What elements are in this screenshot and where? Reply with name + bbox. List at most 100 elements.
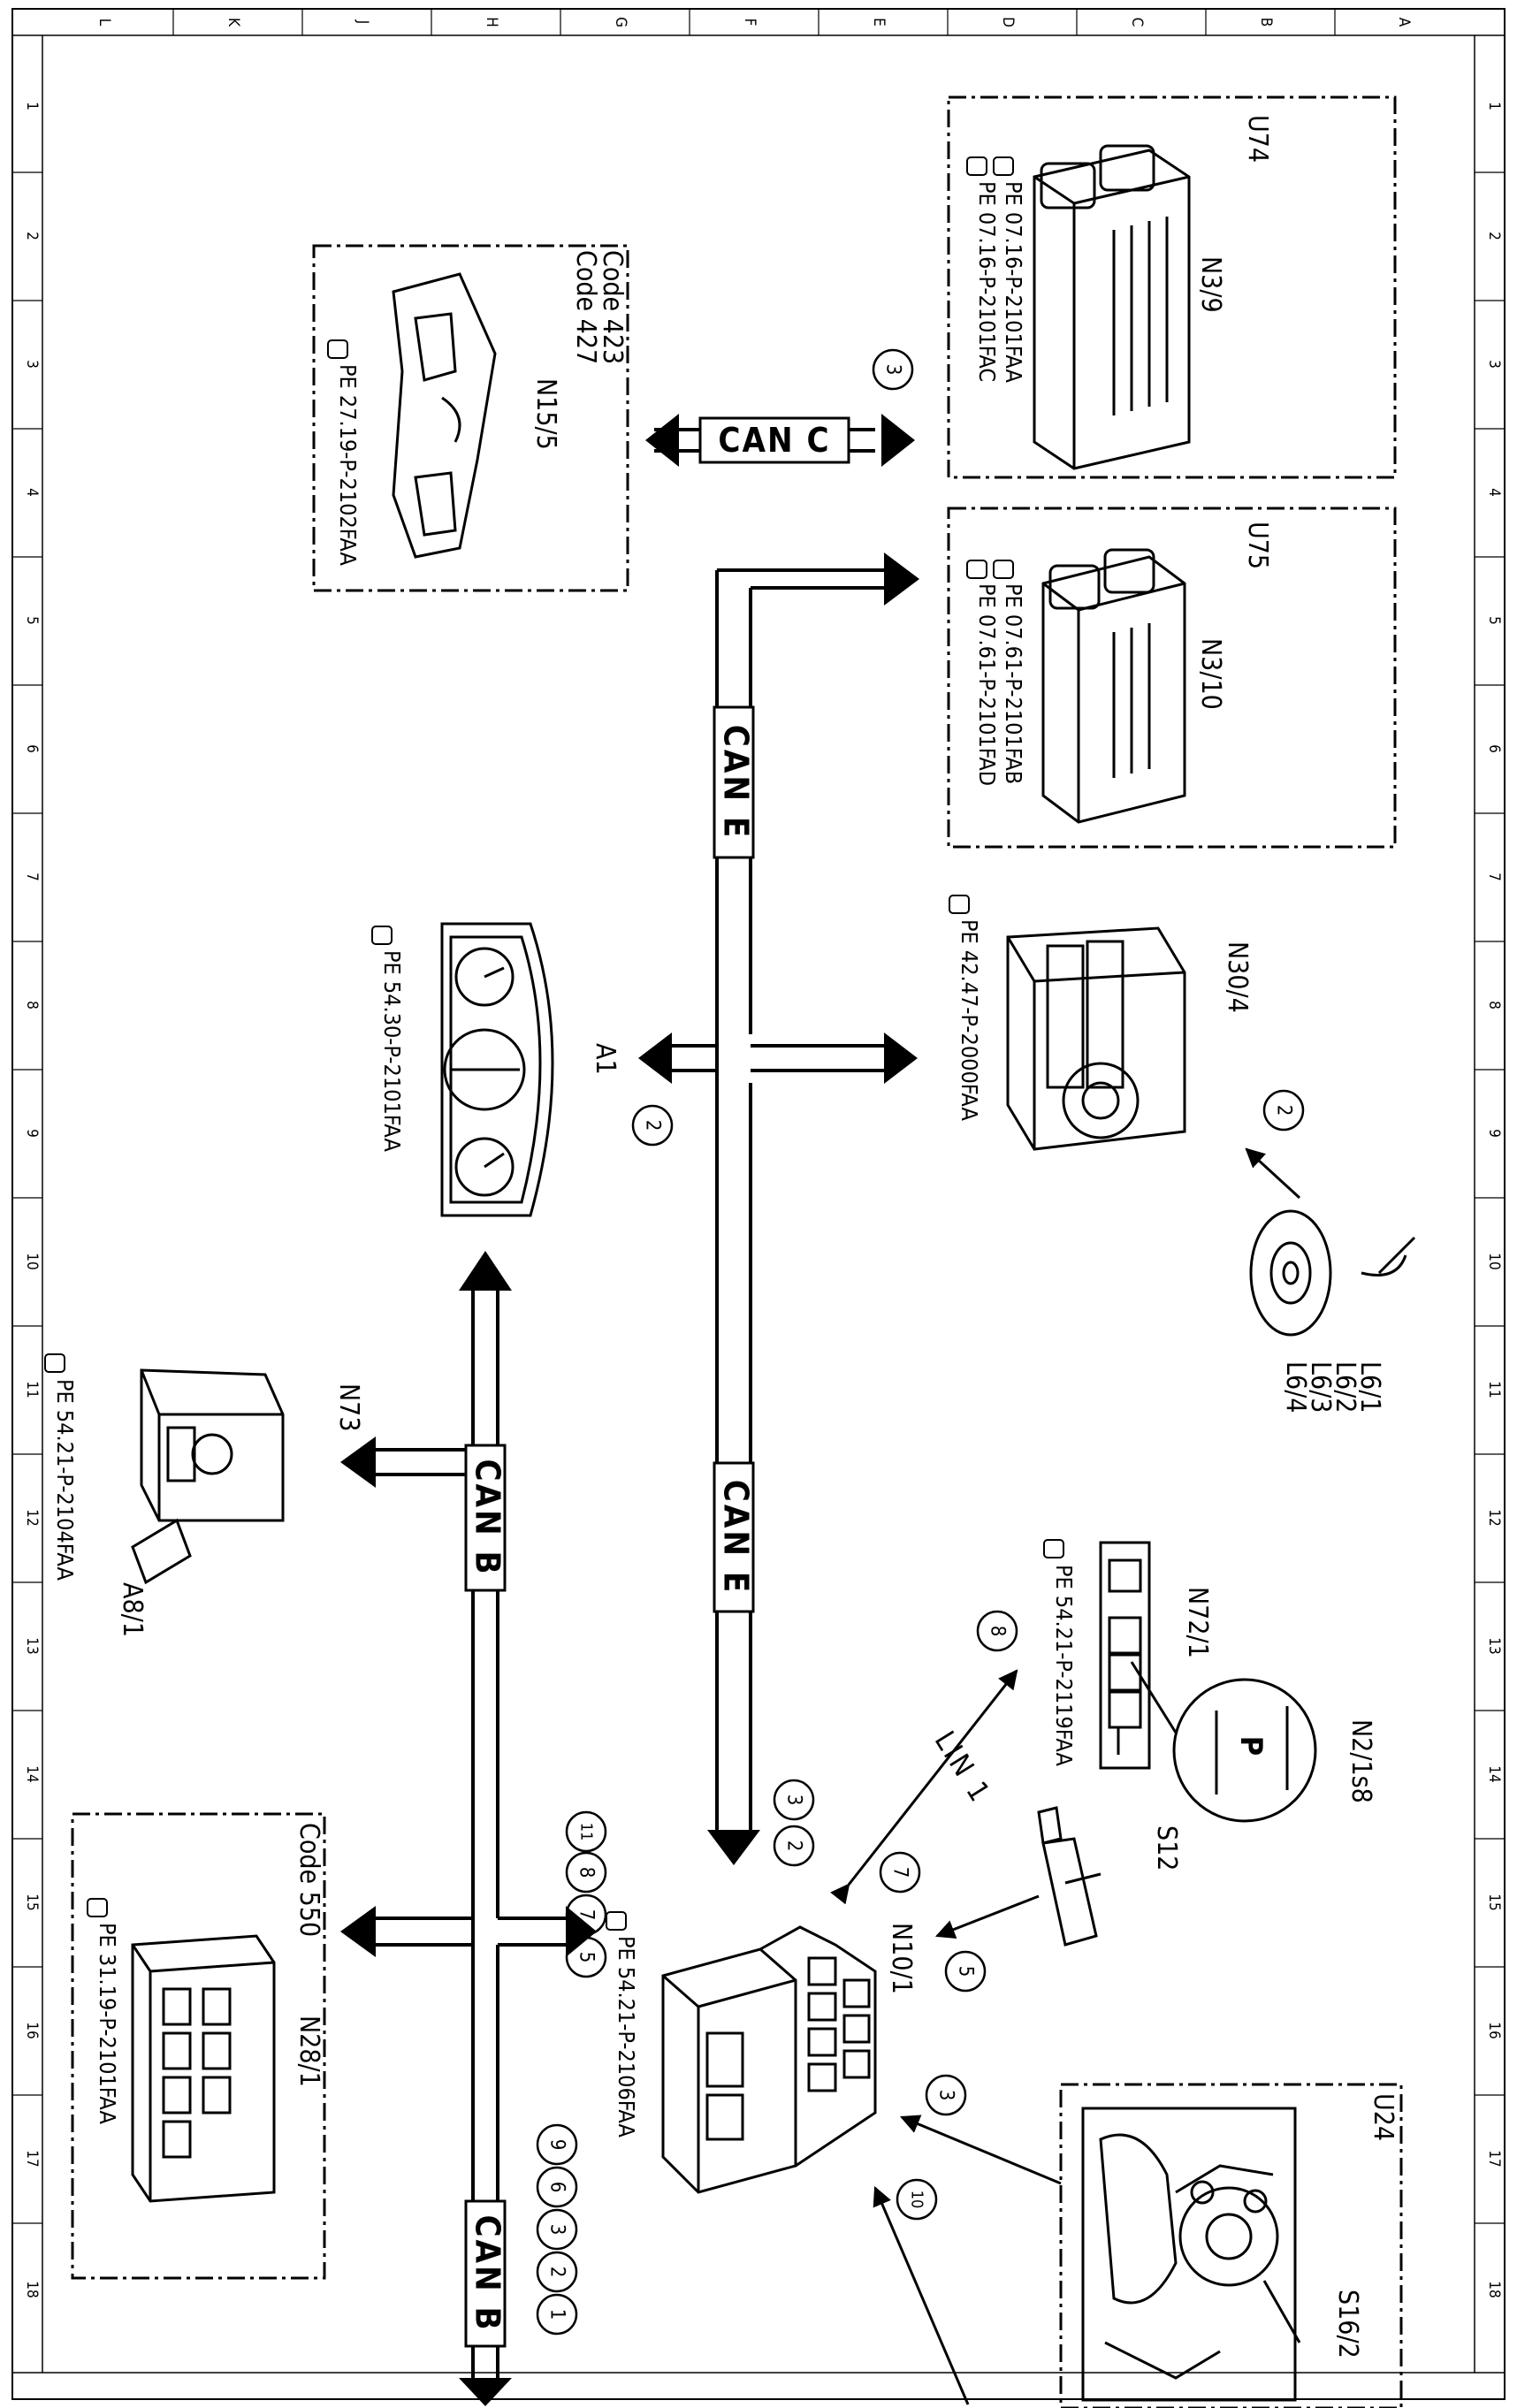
u75-ref-2: PE 07.61-P-2101FAD	[974, 583, 1000, 786]
s16-2-to-n10-arrow	[873, 2185, 970, 2405]
col-letter: C	[1128, 18, 1146, 27]
row-number: 13	[1485, 1637, 1503, 1654]
u75-name: N3/10	[1195, 638, 1226, 710]
can-c-arrow-left	[645, 414, 679, 467]
col-letter: B	[1257, 18, 1275, 27]
u24-to-n10-arrow	[899, 2115, 1062, 2185]
row-number: 11	[1485, 1381, 1503, 1398]
wheel-sensor-name: L6/1	[1354, 1361, 1385, 1413]
can-e-label-upper: CAN E	[713, 705, 756, 859]
can-b-text-lower: CAN B	[469, 2214, 507, 2332]
frame: L K J H G F E D C B A	[11, 8, 1506, 2400]
n15-5-box	[312, 244, 629, 592]
u24-code: U24	[1368, 2093, 1399, 2141]
n72-1-ref: PE 54.21-P-2119FAA	[1051, 1565, 1077, 1766]
lin1-line	[830, 1669, 1018, 1905]
callout-number: 5	[955, 1966, 977, 1977]
can-b-arrow-bottom	[459, 2378, 512, 2406]
can-e-arrow-n30	[884, 1033, 918, 1084]
s12-to-n10-arrow	[934, 1894, 1040, 1939]
row-number: 8	[23, 1001, 41, 1010]
ignition-switch-icon	[131, 1368, 285, 1585]
n15-5-code-2: Code 427	[570, 250, 601, 364]
row-number: 8	[1485, 1001, 1503, 1010]
trailer-module-icon	[131, 1934, 276, 2203]
callout-number: 3	[783, 1795, 805, 1806]
row-number: 16	[23, 2022, 41, 2038]
row-number: 2	[23, 232, 41, 240]
hand-icon	[87, 1898, 108, 1917]
row-number: 3	[1485, 360, 1503, 369]
wheel-sensor-name: L6/4	[1280, 1361, 1311, 1413]
u74-group: U74 N3/9 PE 07.16-P-2101FAA PE 07.16-P-2…	[966, 115, 1273, 470]
n72-1-name: N72/1	[1182, 1587, 1213, 1658]
row-number: 18	[1485, 2281, 1503, 2298]
can-b-arrow-a1	[459, 1251, 512, 1291]
callout-number: 2	[642, 1120, 664, 1132]
switch-photo-icon	[1081, 2107, 1301, 2402]
hand-icon	[606, 1911, 627, 1931]
u74-ref-2: PE 07.16-P-2101FAC	[974, 181, 1000, 382]
row-number: 1	[1485, 102, 1503, 110]
row-number: 11	[23, 1381, 41, 1398]
can-e-text-lower: CAN E	[717, 1480, 756, 1595]
n28-1-group: Code 550 N28/1 PE 31.19-P-2101FAA	[87, 1823, 324, 2203]
row-number: 13	[23, 1637, 41, 1654]
can-e-text-upper: CAN E	[717, 725, 756, 840]
ecu-icon	[1033, 144, 1191, 470]
u24-box	[1059, 2083, 1403, 2408]
hand-icon	[1043, 1539, 1064, 1558]
bus-arrowheads	[340, 414, 919, 2406]
callout-number: 8	[576, 1867, 598, 1878]
a1-ref: PE 54.30-P-2101FAA	[379, 950, 405, 1152]
u74-name: N3/9	[1195, 256, 1226, 313]
s16-2-name: S16/2	[1332, 2290, 1363, 2358]
n28-1-code: Code 550	[293, 1823, 324, 1937]
s12-name: S12	[1151, 1825, 1182, 1871]
callout-number: 3	[935, 2090, 957, 2101]
can-e-arrow-n10	[707, 1830, 760, 1865]
can-c-label: CAN C	[698, 416, 850, 464]
row-number: 14	[23, 1765, 41, 1782]
n30-4-group: N30/4 PE 42.47-P-2000FAA	[949, 895, 1253, 1151]
n30-4-ref: PE 42.47-P-2000FAA	[957, 919, 982, 1121]
can-b-trunk	[471, 1291, 499, 2378]
n2-1s8-name: N2/1s8	[1345, 1719, 1376, 1803]
callout-number: 1	[546, 2309, 568, 2320]
callout-number: 2	[783, 1840, 805, 1852]
row-number: 12	[23, 1509, 41, 1526]
can-e-branch-row8	[672, 1044, 884, 1072]
n73-group: N73 A8/1 PE 54.21-P-2104FAA	[44, 1353, 364, 1637]
row-number: 4	[23, 488, 41, 497]
u75-ref-1: PE 07.61-P-2101FAB	[1001, 583, 1026, 784]
row-numbers: 1 1 2 2 3 3 4 4 5 5 6 6 7 7 8 8 9 9 10 1…	[23, 102, 1503, 2298]
column-dividers	[172, 9, 1336, 35]
ecu-icon	[1041, 548, 1186, 824]
row-number: 5	[23, 616, 41, 625]
n73-ref: PE 54.21-P-2104FAA	[52, 1379, 78, 1581]
col-letter: D	[999, 17, 1017, 27]
callout-number: 3	[882, 364, 904, 376]
row-number: 1	[23, 102, 41, 110]
callout-number: 7	[576, 1909, 598, 1921]
can-b-arrow-n28	[340, 1906, 376, 1957]
n15-5-code-1: Code 423	[597, 250, 628, 364]
u75-box	[947, 507, 1397, 849]
n72-1-group: N72/1 PE 54.21-P-2119FAA	[1043, 1539, 1213, 1770]
hand-icon	[949, 895, 970, 914]
callout-number: 9	[546, 2139, 568, 2151]
col-letter: H	[483, 17, 500, 27]
hand-icon	[327, 339, 348, 359]
row-number: 2	[1485, 232, 1503, 240]
row-number: 3	[23, 360, 41, 369]
row-number: 9	[1485, 1129, 1503, 1138]
magnifier-circle	[1172, 1678, 1317, 1823]
n30-4-name: N30/4	[1222, 941, 1253, 1013]
can-b-branch-n73	[376, 1448, 473, 1476]
wheel-sensors-group: L6/1 L6/2 L6/3 L6/4	[1245, 1147, 1416, 1413]
callout-number: 6	[546, 2182, 568, 2193]
callout-number: 2	[1273, 1105, 1295, 1116]
row-number: 12	[1485, 1509, 1503, 1526]
can-e-arrow-u75	[884, 552, 919, 606]
abs-unit-icon	[1006, 926, 1186, 1151]
